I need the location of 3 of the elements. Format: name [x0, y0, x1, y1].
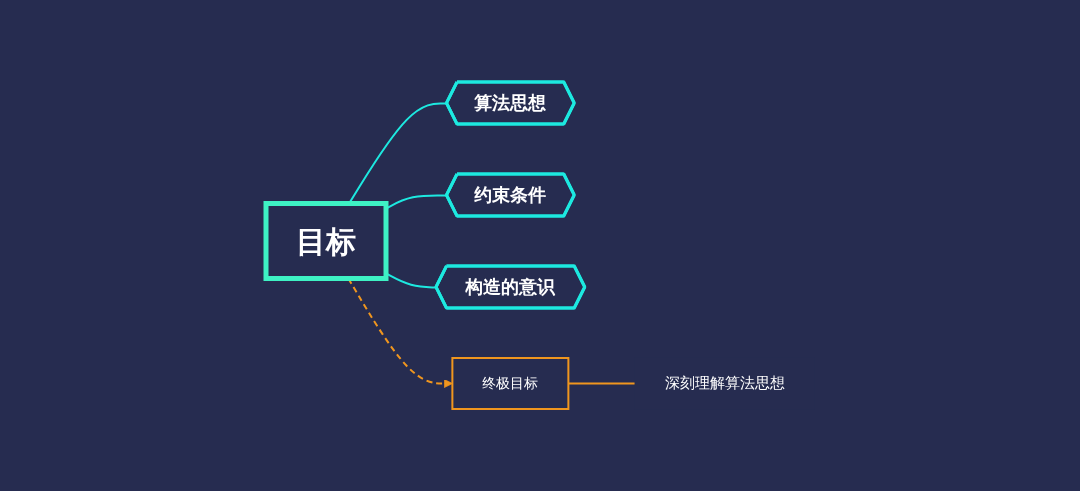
node-box: 目标: [263, 200, 389, 281]
node-text: 深刻理解算法思想: [664, 373, 785, 391]
node-box: 终极目标: [451, 356, 569, 410]
